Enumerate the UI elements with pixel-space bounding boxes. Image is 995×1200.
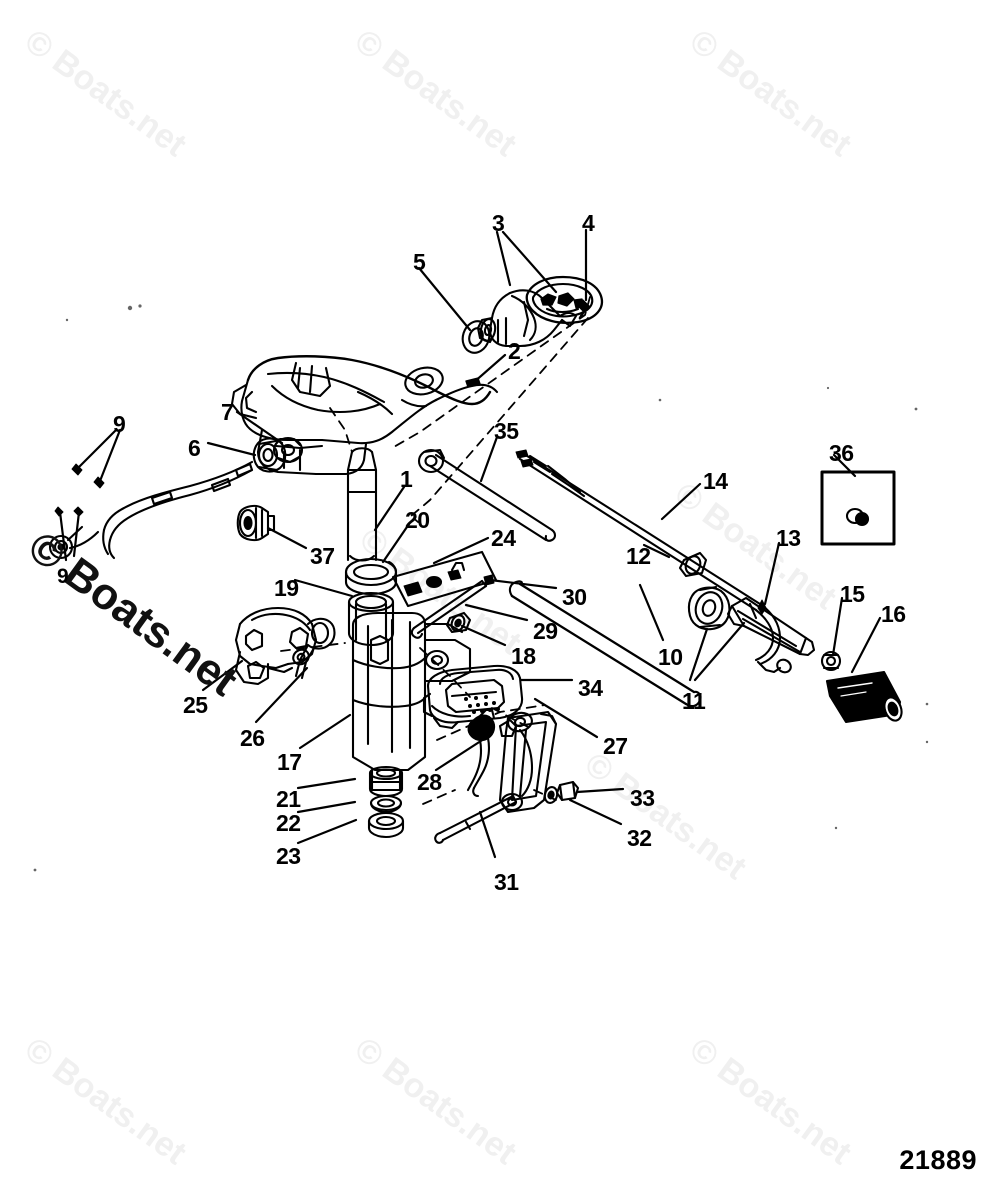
callout-23: 23 [276,843,301,869]
callout-32: 32 [627,825,652,851]
diagram-id-number: 21889 [899,1145,977,1175]
callout-2: 2 [508,338,521,364]
leader-lines [58,228,882,859]
part-35-tilt-rod [417,448,557,542]
callout-9-upper: 9 [113,411,126,437]
part-32-washer [543,786,559,804]
part-31-pivot-shaft [434,794,518,844]
callout-14: 14 [703,468,728,494]
callout-28: 28 [417,769,442,795]
callout-21: 21 [276,786,301,812]
part-2-key [465,377,481,388]
part-13-pin [757,599,767,615]
part-upper-swivel-bracket [230,355,499,562]
part-20-seal-ring [344,557,398,596]
callout-19: 19 [274,575,299,601]
part-34-tilt-lock-block [422,664,524,730]
part-26-retaining-clip [292,617,336,680]
part-25-clamp-bracket [234,606,318,686]
callout-24: 24 [491,525,516,551]
part-22-seal [369,794,403,814]
part-6-nut [252,437,287,473]
callout-29: 29 [533,618,558,644]
part-14-steering-cable [515,449,792,674]
callout-27: 27 [603,733,628,759]
part-36-boxed-item [820,470,896,546]
callout-20: 20 [405,507,430,533]
callout-36: 36 [829,440,854,466]
part-9-cable-assembly [48,460,254,560]
part-3b-handle-cover [525,275,604,324]
callout-13: 13 [776,525,801,551]
callout-17: 17 [277,749,302,775]
callout-9-lower: 9 [57,565,69,588]
part-3-steering-handle [476,289,578,348]
callout-15: 15 [840,581,865,607]
callout-34: 34 [578,675,603,701]
callout-31: 31 [494,869,519,895]
callout-16: 16 [881,601,906,627]
callout-7: 7 [221,399,234,425]
part-4-screw [577,299,590,320]
part-37-bushing [236,504,276,542]
part-28-lock-lever [466,708,496,798]
part-11-swivel-joint [687,585,816,657]
callout-11: 11 [682,688,706,714]
callout-18: 18 [511,643,536,669]
part-23-nut [367,811,405,839]
callout-22: 22 [276,810,301,836]
callout-4: 4 [582,210,595,236]
callout-26: 26 [240,725,265,751]
part-18-bushing [445,611,472,634]
callout-12: 12 [626,543,651,569]
part-12-steering-rod [508,551,708,708]
callout-33: 33 [630,785,655,811]
part-33-nut [555,780,580,802]
callout-6: 6 [188,435,201,461]
callout-5: 5 [413,249,426,275]
callout-1: 1 [400,466,413,492]
part-29-pin [410,579,488,639]
callout-25: 25 [183,692,208,718]
part-17-swivel-housing [351,611,472,792]
callout-3: 3 [492,210,505,236]
callout-10: 10 [658,644,683,670]
part-16-grip-tube [825,670,903,724]
part-24-shim-kit [391,550,498,608]
callout-37: 37 [310,543,335,569]
part-15-washer [820,650,842,672]
callout-30: 30 [562,584,587,610]
callout-35: 35 [494,418,519,444]
part-30-bolt-head [483,574,495,586]
